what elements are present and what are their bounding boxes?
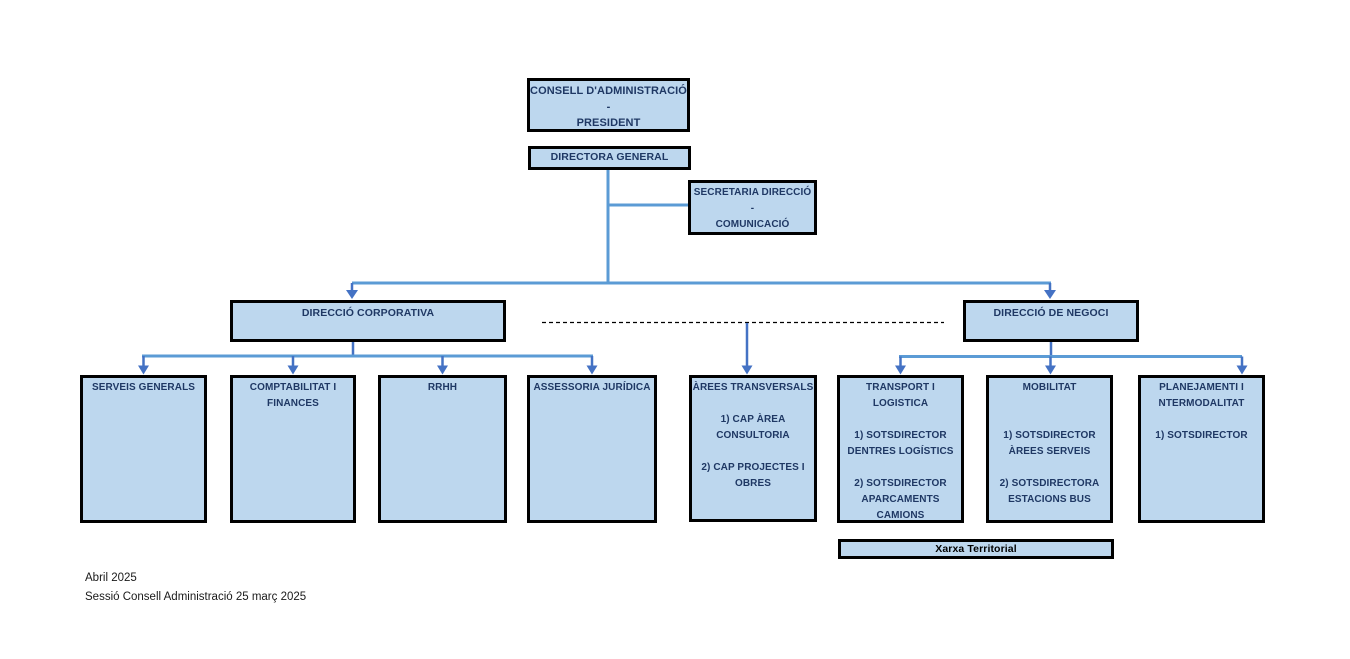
box-line: NTERMODALITAT: [1158, 398, 1245, 409]
box-line: [692, 396, 814, 412]
box-line: [989, 396, 1110, 412]
box-line: [692, 444, 814, 460]
arrowhead-transversals: [741, 365, 753, 375]
box-line: 1) SOTSDIRECTOR: [1155, 430, 1248, 441]
box-line: -: [606, 101, 611, 113]
arrowhead-assessoria: [586, 365, 598, 375]
arrowhead-transport: [895, 365, 906, 375]
box-line: PLANEJAMENTI I: [1159, 382, 1244, 393]
box-line: [989, 460, 1110, 476]
box-line: SECRETARIA DIRECCIÓ: [693, 187, 812, 198]
box-line: CAMIONS: [876, 510, 925, 521]
box-line: ASSESSORIA JURÍDICA: [533, 382, 651, 393]
box-line: LOGISTICA: [872, 398, 929, 409]
box-line: COMUNICACIÓ: [715, 219, 790, 230]
arrowhead-comptabilitat: [287, 365, 299, 375]
footer-date: Abril 2025: [85, 572, 137, 584]
box-line: DIRECCIÓ CORPORATIVA: [301, 307, 435, 319]
box-line: Xarxa Territorial: [935, 543, 1017, 555]
box-line: CONSELL D'ADMINISTRACIÓ: [530, 85, 687, 97]
box-line: RRHH: [427, 382, 458, 393]
arrowhead-planejament: [1236, 365, 1248, 375]
box-direccio-de-negoci: DIRECCIÓ DE NEGOCI: [963, 300, 1139, 342]
box-comptabilitat-i-finances: COMPTABILITAT I FINANCES: [230, 375, 356, 523]
box-planejament-i-intermodalitat: PLANEJAMENTI I NTERMODALITAT 1) SOTSDIREC…: [1138, 375, 1265, 523]
box-line: CONSULTORIA: [716, 430, 790, 441]
box-line: DIRECCIÓ DE NEGOCI: [993, 307, 1109, 319]
box-arees-transversals: ÀREES TRANSVERSALS 1) CAP ÀREA CONSULTORI…: [689, 375, 817, 522]
box-directora-general: DIRECTORA GENERAL: [528, 146, 691, 170]
box-line: 1) SOTSDIRECTOR: [854, 430, 947, 441]
box-rrhh: RRHH: [378, 375, 507, 523]
arrowhead-mobilitat: [1045, 365, 1056, 375]
box-line: SERVEIS GENERALS: [91, 382, 196, 393]
box-line: DIRECTORA GENERAL: [550, 151, 669, 163]
box-consell-administracio-president: CONSELL D'ADMINISTRACIÓ - PRESIDENT: [527, 78, 690, 132]
box-line: 2) CAP PROJECTES I: [701, 462, 805, 473]
footer-session-note: Sessió Consell Administració 25 març 202…: [85, 591, 307, 603]
box-line: [1141, 412, 1262, 428]
arrowhead-serveis: [138, 365, 149, 375]
box-mobilitat: MOBILITAT 1) SOTSDIRECTOR ÀREES SERVEIS 2…: [986, 375, 1113, 523]
box-line: 1) SOTSDIRECTOR: [1003, 430, 1096, 441]
box-line: [840, 412, 961, 428]
box-line: 1) CAP ÀREA: [720, 414, 786, 425]
arrowhead-negoci: [1044, 290, 1056, 299]
box-line: TRANSPORT I: [866, 382, 935, 393]
box-line: COMPTABILITAT I: [249, 382, 337, 393]
arrowhead-corporativa: [346, 290, 358, 299]
box-line: ESTACIONS BUS: [1008, 494, 1091, 505]
box-line: -: [750, 203, 755, 214]
box-assessoria-juridica: ASSESSORIA JURÍDICA: [527, 375, 657, 523]
arrowhead-rrhh: [437, 365, 448, 375]
box-line: [989, 412, 1110, 428]
box-line: OBRES: [734, 478, 772, 489]
box-line: ÀREES SERVEIS: [1008, 446, 1091, 457]
box-transport-i-logistica: TRANSPORT I LOGISTICA 1) SOTSDIRECTOR DENT…: [837, 375, 964, 523]
box-line: APARCAMENTS: [861, 494, 940, 505]
box-line: FINANCES: [267, 398, 319, 409]
box-line: PRESIDENT: [576, 117, 641, 129]
box-serveis-generals: SERVEIS GENERALS: [80, 375, 207, 523]
box-line: [840, 460, 961, 476]
box-line: 2) SOTSDIRECTORA: [999, 478, 1100, 489]
box-direccio-corporativa: DIRECCIÓ CORPORATIVA: [230, 300, 506, 342]
box-line: MOBILITAT: [1022, 382, 1077, 393]
box-line: ÀREES TRANSVERSALS: [692, 382, 814, 393]
box-secretaria-direccio-comunicacio: SECRETARIA DIRECCIÓ - COMUNICACIÓ: [688, 180, 817, 235]
box-xarxa-territorial: Xarxa Territorial: [838, 539, 1114, 559]
box-line: 2) SOTSDIRECTOR: [854, 478, 947, 489]
box-line: DENTRES LOGÍSTICS: [847, 446, 954, 457]
